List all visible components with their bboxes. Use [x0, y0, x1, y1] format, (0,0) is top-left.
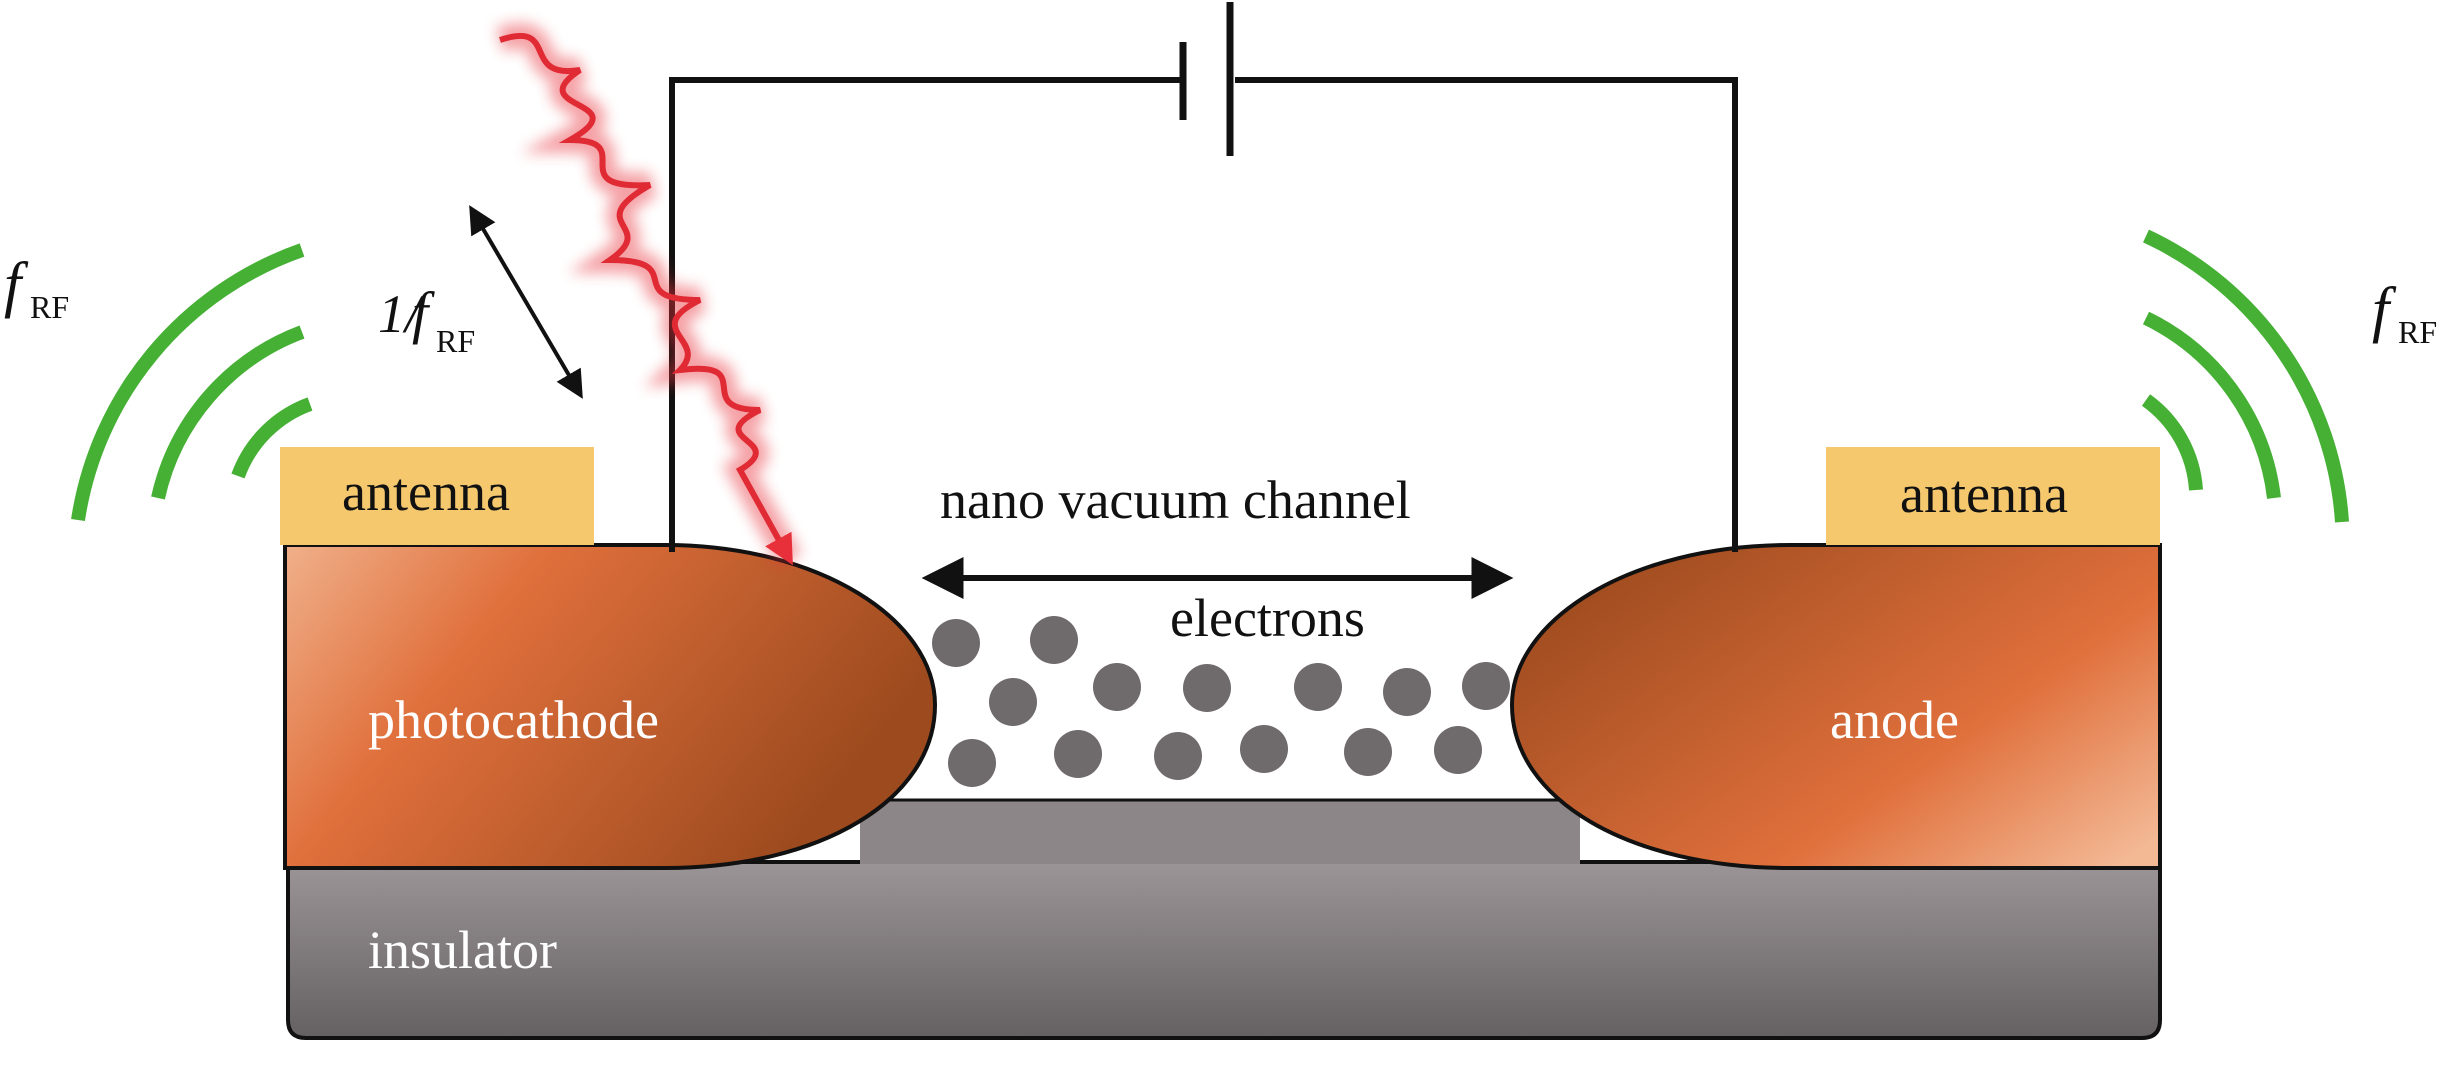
frequency-label-right: f RF	[2372, 276, 2437, 350]
electron	[1093, 663, 1141, 711]
photocathode: photocathode	[283, 543, 938, 870]
electron	[1344, 728, 1392, 776]
electron	[989, 678, 1037, 726]
antenna-left: antenna	[280, 447, 594, 545]
antenna-left-label: antenna	[342, 462, 510, 522]
photocathode-label: photocathode	[368, 690, 659, 750]
electron	[1183, 664, 1231, 712]
rf-waves-left-icon	[71, 243, 313, 522]
electron	[1294, 663, 1342, 711]
electron	[1154, 732, 1202, 780]
electrons-label: electrons	[1170, 588, 1365, 648]
electron	[1434, 726, 1482, 774]
anode-label: anode	[1830, 690, 1959, 750]
insulator-layer: insulator	[286, 798, 2162, 1040]
svg-text:RF: RF	[2398, 314, 2437, 350]
channel-label: nano vacuum channel	[940, 470, 1411, 530]
svg-text:1/: 1/	[378, 284, 425, 344]
electron	[1462, 662, 1510, 710]
rf-waves-right-icon	[2141, 229, 2349, 523]
period-arrow-icon	[469, 205, 583, 399]
electron	[932, 619, 980, 667]
electron	[1030, 616, 1078, 664]
electron	[1054, 730, 1102, 778]
svg-text:f: f	[2372, 276, 2397, 344]
svg-text:RF: RF	[30, 289, 69, 325]
svg-text:RF: RF	[436, 323, 475, 359]
electron	[1383, 668, 1431, 716]
period-label: 1/ f RF	[378, 280, 475, 359]
antenna-right: antenna	[1826, 447, 2160, 545]
svg-text:f: f	[4, 251, 29, 319]
insulator-label: insulator	[368, 920, 557, 980]
laser-pulse-icon	[495, 22, 802, 567]
electron	[948, 739, 996, 787]
frequency-label-left: f RF	[4, 251, 69, 325]
antenna-right-label: antenna	[1900, 464, 2068, 524]
anode: anode	[1509, 543, 2162, 870]
bias-circuit	[669, 2, 1738, 552]
electrons-cloud	[932, 616, 1510, 787]
svg-text:f: f	[412, 280, 435, 345]
electron	[1240, 725, 1288, 773]
